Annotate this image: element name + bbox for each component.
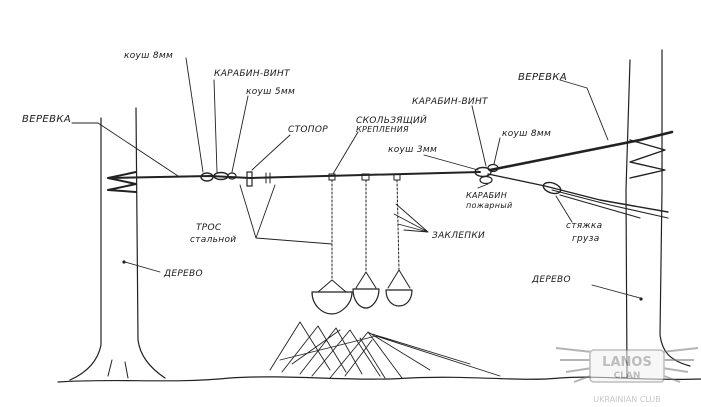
left-tree-root bbox=[107, 359, 129, 379]
leader-derevo-right bbox=[591, 284, 641, 299]
leader-derevo-left bbox=[124, 261, 161, 273]
label-karabin-vint-right: КАРАБИН-ВИНТ bbox=[412, 97, 489, 107]
label-skolzyaschiy-2: КРЕПЛЕНИЯ bbox=[356, 125, 409, 134]
hanging-load-3 bbox=[385, 173, 413, 307]
logo-badge bbox=[589, 349, 665, 383]
derevo-right-point bbox=[639, 297, 643, 301]
stjazhka-icon bbox=[542, 181, 562, 195]
leader-koush-5mm bbox=[231, 95, 249, 173]
label-karabin-2: пожарный bbox=[466, 201, 512, 210]
logo-wing-left bbox=[555, 347, 593, 383]
derevo-left-point bbox=[122, 260, 126, 264]
left-tree-trunk bbox=[69, 117, 102, 381]
koush-5mm-icon bbox=[227, 172, 237, 180]
right-lower-rope bbox=[487, 173, 669, 213]
leader-koush-8mm-right bbox=[493, 137, 501, 165]
leader-koush-8mm-left bbox=[185, 57, 204, 173]
logo-name: LANOS bbox=[602, 355, 652, 370]
leader-skolzyaschiy bbox=[332, 131, 359, 175]
leader-verevka-left bbox=[71, 122, 179, 177]
logo-tagline: UKRAINIAN CLUB bbox=[593, 395, 661, 404]
leader-verevka-right bbox=[559, 79, 609, 141]
stopor-ticks bbox=[265, 172, 271, 184]
label-koush-8mm-left: коуш 8мм bbox=[124, 51, 173, 61]
label-tros-1: ТРОС bbox=[196, 223, 222, 233]
right-lower-rope-2 bbox=[551, 189, 669, 219]
leader-karabin-pozharnyi bbox=[477, 183, 489, 189]
leader-karabin-left bbox=[213, 79, 218, 173]
koush-right-8mm-icon bbox=[487, 163, 499, 173]
leader-zaklepki bbox=[393, 203, 429, 233]
right-rope bbox=[488, 130, 674, 172]
label-stjazhka-2: груза bbox=[572, 234, 600, 244]
logo-sub: CLAN bbox=[614, 371, 641, 381]
hanging-load-2 bbox=[352, 173, 380, 309]
leader-stopor bbox=[251, 134, 291, 171]
label-stjazhka-1: стяжка bbox=[566, 221, 602, 231]
left-rope-wrap bbox=[107, 171, 137, 193]
left-tree-trunk-right bbox=[135, 107, 166, 379]
stopor-icon bbox=[246, 171, 253, 187]
label-karabin-1: КАРАБИН bbox=[466, 191, 507, 200]
label-verevka-left: ВЕРЕВКА bbox=[22, 114, 71, 125]
label-stopor: СТОПОР bbox=[288, 125, 328, 135]
karabin-pozharnyi-icon bbox=[479, 175, 493, 185]
label-derevo-right: ДЕРЕВО bbox=[531, 275, 571, 285]
main-rope bbox=[107, 171, 481, 179]
label-koush-3mm: коуш 3мм bbox=[388, 145, 437, 155]
label-derevo-left: ДЕРЕВО bbox=[163, 269, 203, 279]
hanging-load-1 bbox=[311, 173, 353, 315]
lanos-clan-logo: LANOS CLAN UKRAINIAN CLUB bbox=[555, 347, 699, 404]
label-skolzyaschiy-1: СКОЛЬЗЯЩИЙ bbox=[356, 114, 427, 126]
leader-stjazhka bbox=[555, 195, 573, 223]
right-wrap bbox=[629, 139, 666, 179]
label-zaklepki: ЗАКЛЕПКИ bbox=[432, 231, 485, 241]
label-koush-5mm: коуш 5мм bbox=[246, 87, 295, 97]
leader-koush-3mm bbox=[423, 154, 479, 171]
right-tree-trunk bbox=[625, 59, 631, 379]
label-karabin-vint-left: КАРАБИН-ВИНТ bbox=[214, 69, 291, 79]
right-tree-trunk-right bbox=[659, 49, 691, 367]
logo-wing-right bbox=[661, 347, 699, 383]
label-tros-2: стальной bbox=[190, 235, 236, 245]
leader-tros bbox=[239, 184, 333, 245]
koush-left-8mm-icon bbox=[200, 172, 214, 182]
ground-stakes bbox=[269, 321, 501, 379]
label-verevka-right: ВЕРЕВКА bbox=[518, 72, 567, 83]
leader-karabin-right bbox=[471, 105, 487, 167]
label-koush-8mm-right: коуш 8мм bbox=[502, 129, 551, 139]
